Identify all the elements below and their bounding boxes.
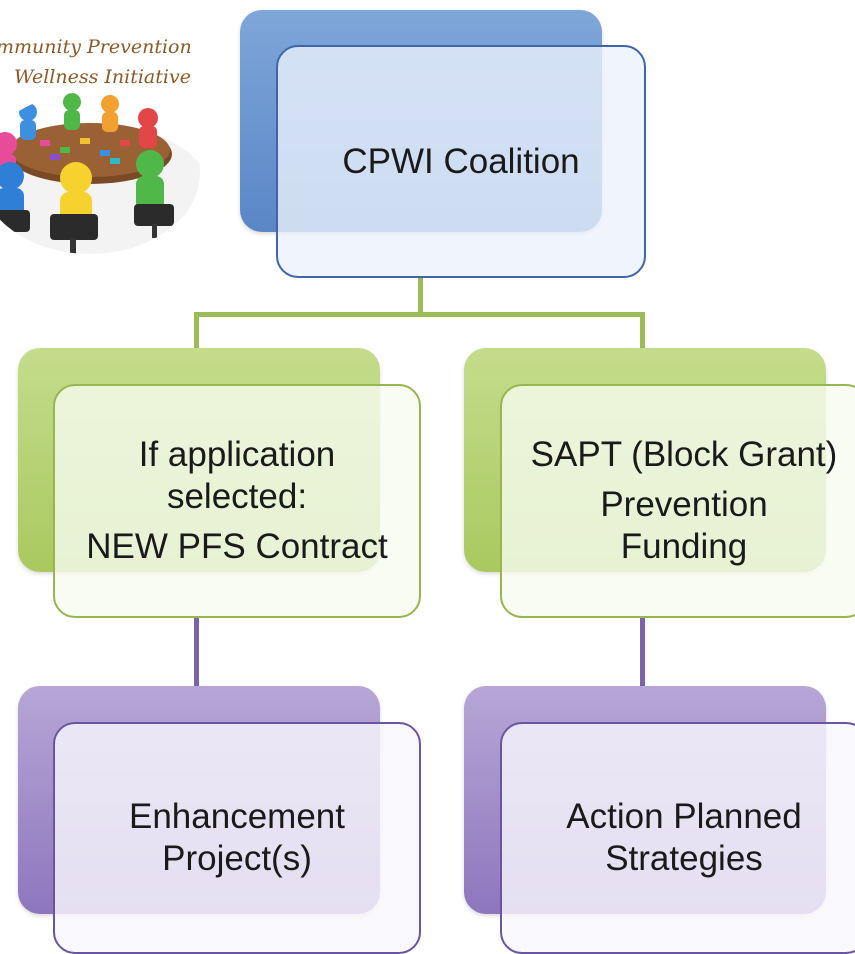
connector-right-purple <box>640 616 645 688</box>
connector-horizontal <box>194 312 645 317</box>
connector-right-down <box>640 312 645 352</box>
right-mid-line-3: Funding <box>620 527 748 566</box>
right-mid-line-1: SAPT (Block Grant) <box>530 435 838 474</box>
root-node-label: CPWI Coalition <box>342 141 580 181</box>
logo-line2: Wellness Initiative <box>14 66 191 88</box>
left-mid-line-2: selected: <box>166 477 308 516</box>
left-mid-node: If application selected: NEW PFS Contrac… <box>53 384 421 618</box>
root-node: CPWI Coalition <box>276 45 646 278</box>
connector-root-down <box>418 276 423 316</box>
right-mid-line-2: Prevention <box>600 485 768 524</box>
left-bottom-node: Enhancement Project(s) <box>53 722 421 954</box>
right-bottom-line-2: Strategies <box>605 839 763 878</box>
right-bottom-line-1: Action Planned <box>566 797 802 836</box>
logo-line1: mmunity Prevention <box>0 36 192 58</box>
meeting-table-icon <box>0 92 200 254</box>
connector-left-purple <box>194 616 199 688</box>
left-mid-line-3: NEW PFS Contract <box>86 527 388 566</box>
left-mid-line-1: If application <box>138 435 336 474</box>
right-bottom-node: Action Planned Strategies <box>500 722 855 954</box>
connector-left-down <box>194 312 199 352</box>
left-bottom-line-1: Enhancement <box>129 797 345 836</box>
left-bottom-line-2: Project(s) <box>162 839 312 878</box>
right-mid-node: SAPT (Block Grant) Prevention Funding <box>500 384 855 618</box>
